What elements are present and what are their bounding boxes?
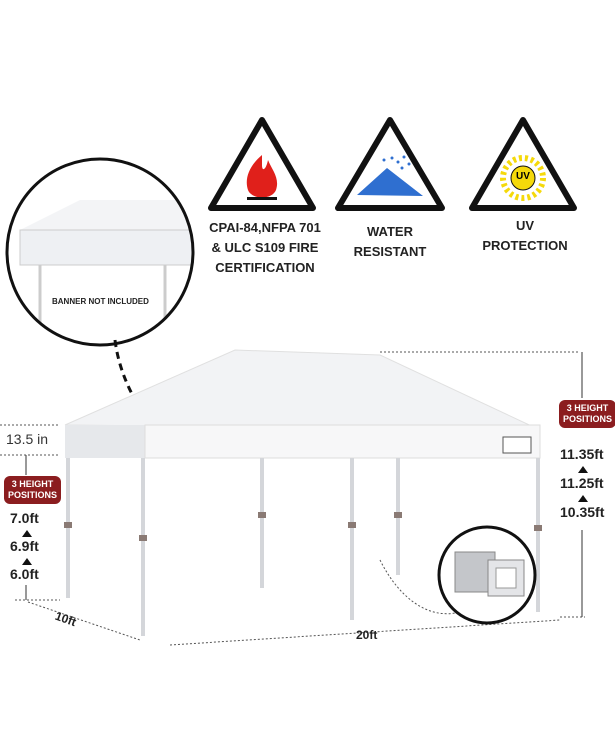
- valance-height: 13.5 in: [6, 431, 49, 447]
- up-arrow-icon: [578, 466, 588, 473]
- leg-height-value: 6.0ft: [10, 566, 39, 582]
- label-line: & ULC S109 FIRE: [211, 240, 319, 255]
- water-resistant-label: WATER RESISTANT: [335, 222, 445, 262]
- banner-note: BANNER NOT INCLUDED: [52, 297, 149, 306]
- peak-height-badge: 3 HEIGHT POSITIONS: [559, 400, 615, 428]
- uv-protection-label: UV PROTECTION: [470, 216, 580, 256]
- label-line: CPAI-84,NFPA 701: [209, 220, 321, 235]
- water-warning-triangle: [335, 117, 445, 211]
- badge-line: POSITIONS: [563, 414, 613, 424]
- badge-line: 3 HEIGHT: [11, 479, 54, 489]
- uv-warning-triangle: [469, 117, 577, 211]
- fire-certification-label: CPAI-84,NFPA 701 & ULC S109 FIRE CERTIFI…: [200, 218, 330, 278]
- badge-line: 3 HEIGHT: [566, 403, 609, 413]
- fire-warning-triangle: [208, 117, 316, 211]
- leg-height-value: 6.9ft: [10, 538, 39, 554]
- frame-closeup-inset: [437, 525, 537, 625]
- uv-sun-icon: [500, 155, 546, 201]
- leg-height-value: 7.0ft: [10, 510, 39, 526]
- label-line: WATER: [367, 224, 413, 239]
- peak-height-value: 10.35ft: [560, 504, 605, 520]
- label-line: RESISTANT: [353, 244, 427, 259]
- width-dimension: 20ft: [356, 628, 378, 642]
- peak-height-value: 11.25ft: [560, 475, 604, 491]
- leg-height-badge: 3 HEIGHT POSITIONS: [4, 476, 62, 504]
- peak-height-value: 11.35ft: [560, 446, 604, 462]
- label-line: UV: [515, 218, 535, 233]
- up-arrow-icon: [578, 495, 588, 502]
- label-line: PROTECTION: [482, 238, 568, 253]
- up-arrow-icon: [22, 530, 32, 537]
- water-icon: [357, 168, 423, 196]
- label-line: CERTIFICATION: [215, 260, 315, 275]
- fire-icon: [246, 155, 278, 198]
- up-arrow-icon: [22, 558, 32, 565]
- badge-line: POSITIONS: [8, 490, 58, 500]
- banner-inset: [5, 157, 195, 347]
- brand-tag: [502, 436, 532, 454]
- uv-icon-text: UV: [516, 171, 530, 182]
